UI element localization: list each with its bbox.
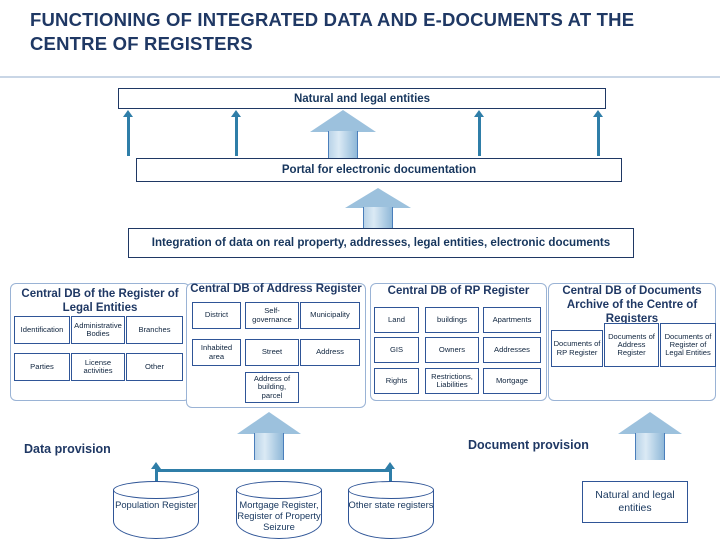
cell-rp-buildings: buildings [425, 307, 479, 333]
cell-rp-restrictions: Restrictions, Liabilities [425, 368, 479, 394]
panel-legal-entities-title: Central DB of the Register of Legal Enti… [21, 288, 179, 314]
cell-address-building-parcel: Address of building, parcel [245, 372, 299, 403]
cell-rp-mortgage: Mortgage [483, 368, 541, 394]
block-arrow-entities-to-documents [618, 412, 682, 460]
cell-address-district: District [192, 302, 241, 329]
cell-docs-rp-register: Documents of RP Register [551, 330, 603, 367]
title-divider [0, 76, 720, 78]
cell-rp-apartments: Apartments [483, 307, 541, 333]
block-arrow-portal-to-entities [310, 110, 376, 158]
bar-portal: Portal for electronic documentation [136, 158, 622, 182]
title-band: FUNCTIONING OF INTEGRATED DATA AND E-DOC… [0, 0, 720, 76]
bar-natural-legal-entities: Natural and legal entities [118, 88, 606, 109]
cell-rp-addresses: Addresses [483, 337, 541, 363]
block-arrow-integration-to-portal [345, 188, 411, 232]
panel-address-register-title: Central DB of Address Register [190, 283, 362, 295]
cell-rp-gis: GIS [374, 337, 419, 363]
cell-address-inhabited-area: Inhabited area [192, 339, 241, 366]
cell-address-municipality: Municipality [300, 302, 360, 329]
box-natural-legal-entities-bottom: Natural and legal entities [582, 481, 688, 523]
panel-documents-archive-title: Central DB of Documents Archive of the C… [562, 285, 702, 325]
cell-legal-administrative-bodies: Administrative Bodies [71, 316, 125, 344]
arrow-data-provision-rail [155, 469, 391, 472]
cell-docs-address-register: Documents of Address Register [604, 323, 659, 367]
cell-address-self-governance: Self-governance [245, 302, 299, 329]
label-data-provision: Data provision [24, 442, 111, 456]
cell-legal-other: Other [126, 353, 183, 381]
cell-legal-identification: Identification [14, 316, 70, 344]
bar-integration: Integration of data on real property, ad… [128, 228, 634, 258]
cell-address-street: Street [245, 339, 299, 366]
cell-rp-owners: Owners [425, 337, 479, 363]
panel-rp-register-title: Central DB of RP Register [387, 285, 530, 297]
label-document-provision: Document provision [468, 438, 589, 452]
cell-rp-rights: Rights [374, 368, 419, 394]
cylinder-mortgage-register: Mortgage Register, Register of Property … [236, 481, 322, 539]
cell-docs-legal-entities-register: Documents of Register of Legal Entities [660, 323, 716, 367]
page-title: FUNCTIONING OF INTEGRATED DATA AND E-DOC… [30, 9, 635, 55]
cell-address-address: Address [300, 339, 360, 366]
cylinder-other-state-registers-label: Other state registers [348, 499, 434, 510]
cylinder-population-register-label: Population Register [115, 499, 197, 510]
cylinder-population-register: Population Register [113, 481, 199, 539]
cylinder-other-state-registers: Other state registers [348, 481, 434, 539]
cell-legal-license-activities: License activities [71, 353, 125, 381]
block-arrow-registers-to-address [237, 412, 301, 460]
cell-rp-land: Land [374, 307, 419, 333]
cylinder-mortgage-register-label: Mortgage Register, Register of Property … [237, 499, 321, 533]
cell-legal-parties: Parties [14, 353, 70, 381]
cell-legal-branches: Branches [126, 316, 183, 344]
